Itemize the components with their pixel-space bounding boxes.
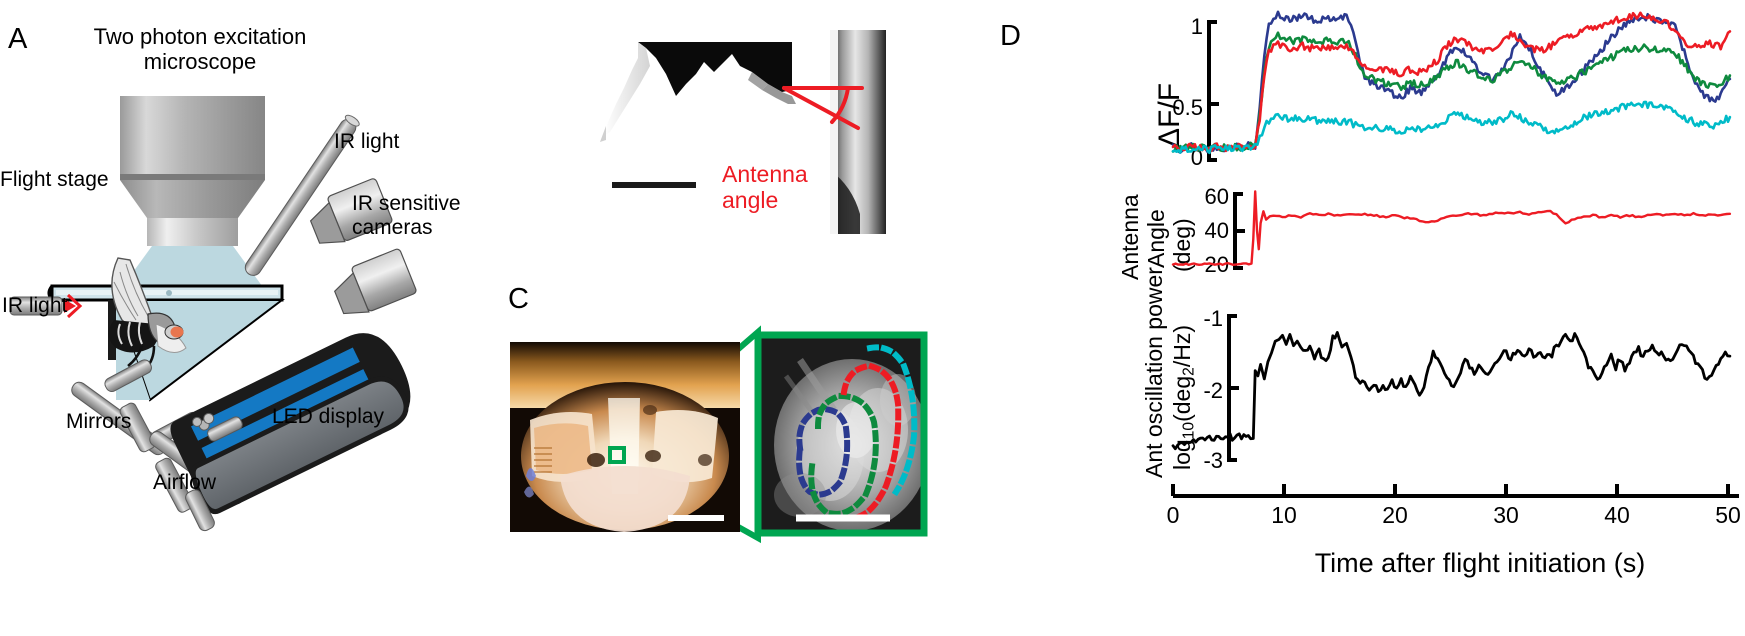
panel-c: C	[500, 280, 930, 636]
x-axis-label: Time after flight initiation (s)	[1314, 548, 1646, 578]
dff-ytick-0point5: 0.5	[1172, 95, 1203, 120]
panel-a-letter: A	[8, 23, 28, 55]
power-ytick-minus1: -1	[1203, 306, 1223, 331]
ir-light-left-label: IR light	[2, 294, 68, 317]
panel-d: D ΔF/F 1 0.5 0 Antenna Angle (deg) 60 40…	[995, 0, 1745, 636]
xtick-10: 10	[1271, 502, 1297, 528]
airflow-label: Airflow	[153, 471, 217, 494]
panel-c-images	[510, 325, 928, 544]
panel-c-letter: C	[508, 283, 529, 315]
roi-outline-red	[840, 362, 902, 522]
antenna-angle-annotation: Antenna angle	[722, 161, 808, 213]
power-yaxis	[1227, 314, 1239, 462]
antenna-yaxis	[1233, 192, 1245, 270]
inset-border	[754, 331, 928, 537]
trace-red-roi	[1171, 11, 1732, 153]
led-display-label: LED display	[272, 405, 385, 428]
mirrors-label: Mirrors	[66, 410, 132, 433]
ir-light-top-label: IR light	[334, 130, 400, 153]
xtick-0: 0	[1166, 502, 1180, 528]
panel-b: B	[500, 0, 920, 280]
panel-a-title: Two photon excitation microscope	[93, 24, 307, 74]
power-ytick-minus3: -3	[1203, 448, 1223, 473]
ir-cameras-label: IR sensitive cameras	[352, 192, 461, 239]
trace-paths	[1171, 10, 1732, 451]
xtick-50: 50	[1715, 502, 1741, 528]
xtick-20: 20	[1382, 502, 1408, 528]
roi-outline-cyan	[866, 344, 918, 497]
roi-outline-green	[808, 392, 879, 517]
antenna-ytick-60: 60	[1204, 184, 1229, 209]
antenna-ytick-40: 40	[1204, 218, 1229, 243]
panel-d-traces	[1171, 10, 1739, 498]
dff-yaxis	[1207, 20, 1219, 162]
xtick-30: 30	[1493, 502, 1519, 528]
panel-a: A Two photon excitation microscope	[0, 0, 500, 636]
flight-stage-label: Flight stage	[0, 168, 109, 191]
trace-cyan-roi	[1171, 100, 1732, 155]
trace-ant-oscillation-power	[1171, 331, 1732, 451]
power-ytick-minus2: -2	[1203, 378, 1223, 403]
panel-d-letter: D	[1000, 20, 1021, 52]
x-axis	[1171, 484, 1739, 498]
trace-blue-roi	[1171, 10, 1732, 154]
dff-ytick-0: 0	[1190, 145, 1203, 170]
trace-antenna-angle	[1171, 190, 1732, 266]
panel-b-antenna-image	[500, 0, 920, 280]
dff-ytick-1: 1	[1190, 14, 1203, 39]
panel-a-schematic	[9, 96, 417, 532]
xtick-40: 40	[1604, 502, 1630, 528]
roi-outline-blue	[796, 406, 851, 498]
roi-marker-square	[608, 446, 626, 464]
